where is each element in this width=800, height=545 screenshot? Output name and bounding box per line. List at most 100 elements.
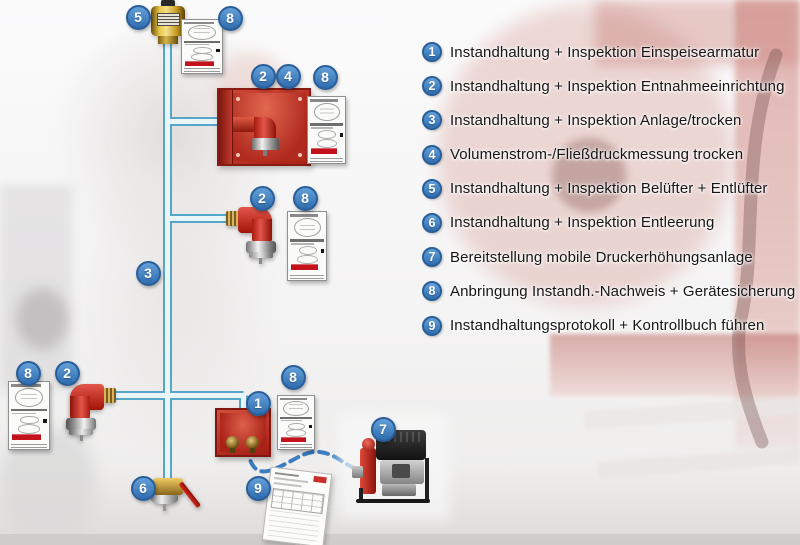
tag-text-line bbox=[12, 412, 37, 415]
feed-coupling bbox=[246, 436, 259, 449]
diagram-marker-8: 8 bbox=[280, 364, 306, 390]
tag-oval-small bbox=[298, 246, 317, 255]
diagram-marker-1: 1 bbox=[245, 390, 271, 416]
tag-footer-lines bbox=[289, 272, 325, 279]
tag-dot bbox=[320, 249, 325, 254]
tag-stamp-oval bbox=[313, 102, 340, 122]
diagram-marker-8: 8 bbox=[217, 5, 243, 31]
maintenance-tag-card bbox=[307, 96, 346, 164]
cabinet-storz-coupling bbox=[252, 138, 279, 150]
tag-oval-small bbox=[318, 130, 336, 139]
maintenance-tag-card bbox=[181, 19, 223, 74]
tag-footer-lines bbox=[309, 155, 344, 162]
diagram-marker-3: 3 bbox=[135, 260, 161, 286]
screw-dot bbox=[236, 153, 240, 157]
tag-footer-lines bbox=[184, 67, 220, 72]
cabinet-elbow-bend bbox=[254, 117, 276, 142]
tag-footer-lines bbox=[279, 443, 313, 448]
diagram-marker-2: 2 bbox=[54, 360, 80, 386]
pump-housing-detail bbox=[392, 464, 410, 478]
tag-dot bbox=[339, 133, 344, 138]
tag-oval-small bbox=[20, 415, 39, 425]
tag-red-banner bbox=[11, 433, 41, 440]
mobile-pump-hose-dashed-line bbox=[245, 444, 362, 474]
tag-header-line bbox=[280, 397, 307, 400]
protocol-rows bbox=[267, 509, 321, 542]
legend-number-badge: 8 bbox=[422, 281, 442, 302]
legend-item-label: Instandhaltungsprotokoll + Kontrollbuch … bbox=[450, 317, 765, 334]
tag-red-banner bbox=[184, 60, 214, 66]
pump-frame bbox=[359, 488, 363, 501]
screw-dot bbox=[298, 153, 302, 157]
tag-red-banner bbox=[290, 264, 319, 271]
feed-coupling bbox=[226, 436, 239, 449]
fire-hose-cabinet bbox=[217, 88, 311, 166]
legend-item-label: Bereitstellung mobile Druckerhöhungsanla… bbox=[450, 248, 753, 266]
tag-dot bbox=[216, 49, 220, 53]
pump-engine-fins bbox=[378, 432, 424, 442]
maintenance-tag-card bbox=[8, 381, 50, 450]
tag-stamp-oval bbox=[15, 388, 44, 407]
outlet-elbow-valve bbox=[226, 207, 284, 265]
diagram-marker-6: 6 bbox=[130, 475, 156, 501]
drain-valve bbox=[151, 476, 201, 522]
vent-valve-label bbox=[157, 13, 180, 26]
maintenance-tag-card bbox=[287, 211, 327, 281]
protocol-red-logo bbox=[313, 475, 327, 484]
diagram-marker-8: 8 bbox=[15, 360, 41, 386]
pump-red-column bbox=[360, 448, 376, 494]
pump-frame bbox=[425, 458, 429, 501]
background-cabinet-left bbox=[0, 185, 72, 390]
tag-dot bbox=[43, 418, 47, 423]
tag-footer-lines bbox=[11, 441, 47, 448]
background-hose-left bbox=[16, 288, 68, 350]
vent-valve bbox=[150, 0, 186, 45]
legend-item-8: 8 Anbringung Instandh.-Nachweis + Gerätes… bbox=[422, 281, 798, 302]
legend-item-label: Volumenstrom-/Fließdruckmessung trocken bbox=[450, 146, 744, 164]
valve-coupling-rim bbox=[249, 252, 273, 258]
pump-suction-port bbox=[352, 466, 363, 478]
diagram-marker-7: 7 bbox=[370, 416, 396, 442]
tag-divider bbox=[289, 239, 325, 242]
background-red-band bbox=[550, 334, 800, 396]
legend-item-label: Anbringung Instandh.-Nachweis + Gerätesi… bbox=[450, 282, 796, 300]
tag-dot bbox=[308, 425, 313, 429]
legend-number-badge: 2 bbox=[422, 76, 442, 97]
drain-valve-brass-body bbox=[153, 478, 183, 495]
legend-item-label: Instandhaltung + Inspektion Anlage/trock… bbox=[450, 111, 742, 129]
diagram-marker-8: 8 bbox=[292, 185, 318, 211]
valve-coupling-pin bbox=[259, 258, 262, 264]
background-hose-reel-hub bbox=[552, 138, 626, 212]
maintenance-protocol-sheet bbox=[261, 466, 333, 545]
tag-header-line bbox=[184, 21, 214, 24]
legend-item-label: Instandhaltung + Inspektion Entnahmeeinr… bbox=[450, 77, 785, 95]
vent-valve-cap bbox=[161, 0, 175, 7]
legend-number-badge: 5 bbox=[422, 178, 442, 199]
diagram-marker-5: 5 bbox=[125, 4, 151, 30]
dry-riser-pipe-fill bbox=[100, 40, 246, 480]
tag-text-line bbox=[185, 44, 210, 46]
valve-coupling-pin bbox=[80, 435, 83, 441]
tag-divider bbox=[309, 123, 344, 127]
tag-text-line bbox=[310, 127, 334, 129]
outlet-elbow-valve bbox=[58, 384, 116, 442]
background-hose-reel bbox=[438, 5, 733, 305]
screw-dot bbox=[298, 97, 302, 101]
tag-oval-small bbox=[191, 53, 214, 62]
tag-text-line bbox=[280, 420, 303, 422]
valve-storz-coupling bbox=[246, 241, 276, 253]
tag-stamp-oval bbox=[293, 218, 321, 238]
legend-item-9: 9 Instandhaltungsprotokoll + Kontrollbuch… bbox=[422, 315, 798, 336]
legend-number-badge: 1 bbox=[422, 42, 442, 62]
protocol-text-line bbox=[273, 481, 302, 488]
legend-number-badge: 9 bbox=[422, 315, 442, 336]
drain-valve-pin bbox=[163, 504, 166, 511]
pump-frame-base bbox=[356, 499, 430, 503]
